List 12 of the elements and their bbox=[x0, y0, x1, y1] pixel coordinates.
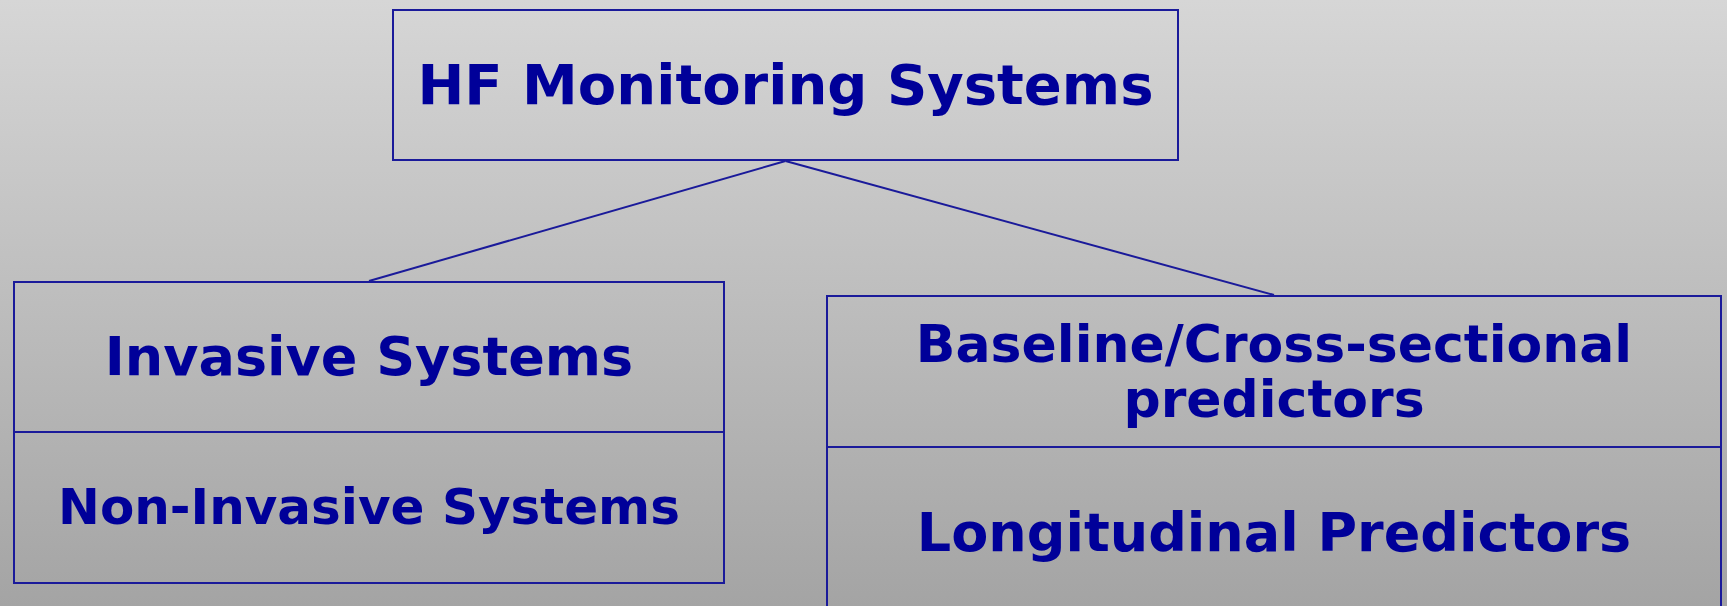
connector-line bbox=[784, 160, 1275, 296]
category-box bbox=[13, 281, 725, 433]
category-box bbox=[392, 9, 1179, 161]
category-box bbox=[826, 295, 1722, 448]
category-box bbox=[826, 446, 1722, 606]
box-label: Invasive Systems bbox=[104, 328, 634, 386]
connector-line bbox=[368, 160, 787, 282]
box-label: Non-Invasive Systems bbox=[58, 481, 680, 534]
box-label: Baseline/Cross-sectional predictors bbox=[914, 316, 1634, 427]
box-label: Longitudinal Predictors bbox=[916, 505, 1632, 562]
category-box bbox=[13, 431, 725, 584]
box-label: HF Monitoring Systems bbox=[417, 55, 1154, 115]
